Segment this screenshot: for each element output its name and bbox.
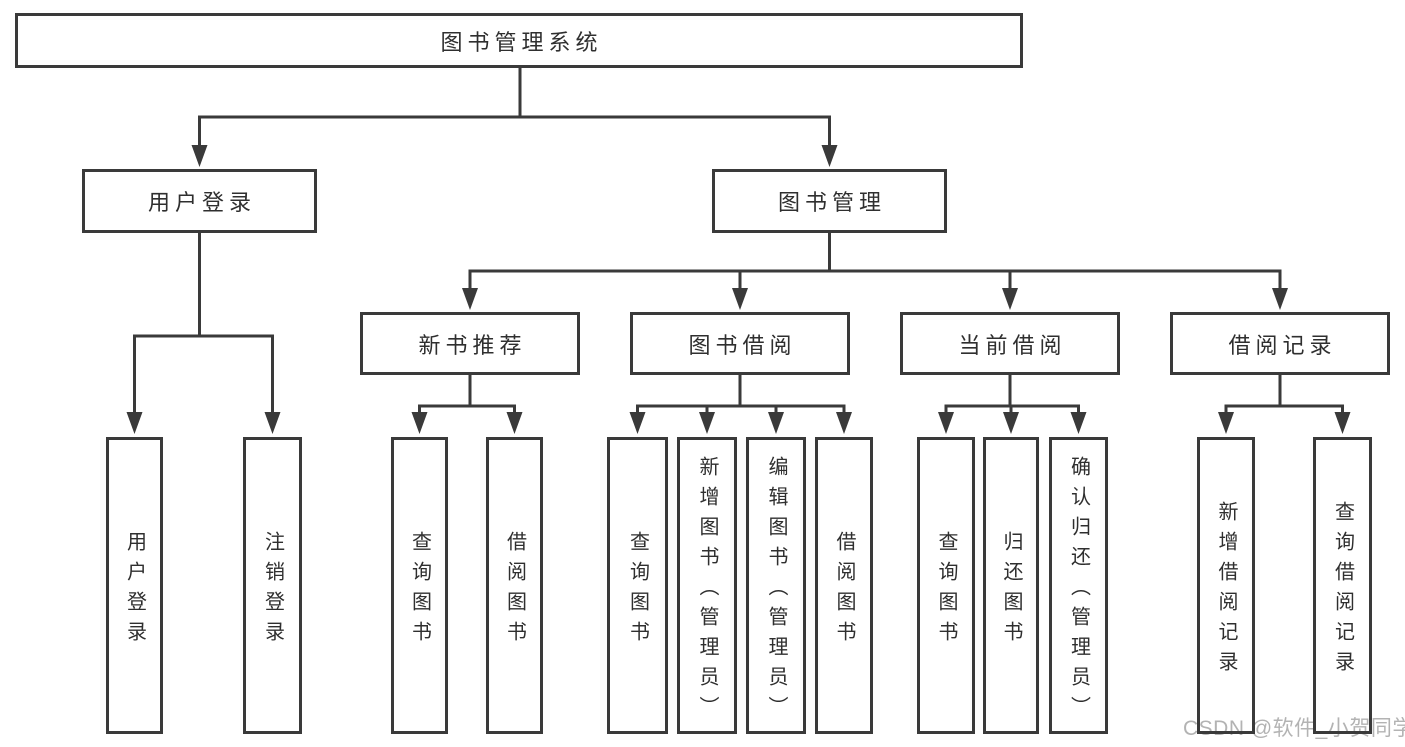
connectors-user-login bbox=[126, 233, 281, 434]
connectors-root bbox=[191, 67, 838, 167]
leaf-query-books-2-label: 查询图书 bbox=[626, 530, 649, 651]
connectors-new-book-recommend bbox=[411, 375, 523, 434]
leaf-add-book-admin-label: 新增图书（管理员） bbox=[696, 455, 718, 726]
leaf-add-borrow-record: 新增借阅记录 bbox=[1197, 437, 1255, 734]
leaf-user-login: 用户登录 bbox=[106, 437, 163, 734]
leaf-logout: 注销登录 bbox=[243, 437, 302, 734]
leaf-query-borrow-record-label: 查询借阅记录 bbox=[1331, 500, 1354, 681]
leaf-borrow-books-1-label: 借阅图书 bbox=[503, 530, 526, 651]
node-current-borrow-label: 当前借阅 bbox=[958, 332, 1067, 358]
leaf-query-books-1: 查询图书 bbox=[391, 437, 448, 734]
leaf-query-borrow-record: 查询借阅记录 bbox=[1313, 437, 1372, 734]
leaf-add-book-admin: 新增图书（管理员） bbox=[677, 437, 737, 734]
leaf-query-books-1-label: 查询图书 bbox=[408, 530, 431, 651]
node-book-borrow: 图书借阅 bbox=[630, 312, 850, 375]
node-user-login-label: 用户登录 bbox=[147, 190, 256, 215]
node-borrow-records: 借阅记录 bbox=[1170, 312, 1390, 375]
node-book-management-label: 图书管理 bbox=[777, 190, 886, 215]
node-current-borrow: 当前借阅 bbox=[900, 312, 1120, 375]
node-root: 图书管理系统 bbox=[15, 13, 1023, 68]
node-new-book-recommend: 新书推荐 bbox=[360, 312, 580, 375]
leaf-add-borrow-record-label: 新增借阅记录 bbox=[1215, 500, 1237, 681]
leaf-query-books-2: 查询图书 bbox=[607, 437, 668, 734]
node-user-login: 用户登录 bbox=[82, 169, 317, 233]
connectors-current-borrow bbox=[938, 375, 1087, 434]
leaf-confirm-return-admin: 确认归还（管理员） bbox=[1049, 437, 1108, 734]
leaf-query-books-3: 查询图书 bbox=[917, 437, 975, 734]
csdn-watermark: CSDN @软件_小贺同学 bbox=[1183, 717, 1405, 740]
node-book-borrow-label: 图书借阅 bbox=[688, 332, 797, 358]
leaf-edit-book-admin: 编辑图书（管理员） bbox=[746, 437, 806, 734]
leaf-edit-book-admin-label: 编辑图书（管理员） bbox=[765, 455, 787, 726]
node-borrow-records-label: 借阅记录 bbox=[1228, 332, 1337, 358]
leaf-logout-label: 注销登录 bbox=[261, 530, 284, 651]
leaf-user-login-label: 用户登录 bbox=[123, 530, 146, 651]
connectors-book-management bbox=[462, 233, 1288, 310]
node-book-management: 图书管理 bbox=[712, 169, 947, 233]
leaf-return-book: 归还图书 bbox=[983, 437, 1039, 734]
node-new-book-recommend-label: 新书推荐 bbox=[418, 332, 527, 358]
connectors-book-borrow bbox=[629, 375, 852, 434]
leaf-confirm-return-admin-label: 确认归还（管理员） bbox=[1067, 455, 1090, 726]
leaf-borrow-books-2-label: 借阅图书 bbox=[833, 530, 855, 651]
connectors-borrow-records bbox=[1218, 375, 1351, 434]
leaf-return-book-label: 归还图书 bbox=[1000, 530, 1022, 651]
leaf-borrow-books-1: 借阅图书 bbox=[486, 437, 543, 734]
leaf-borrow-books-2: 借阅图书 bbox=[815, 437, 873, 734]
node-root-label: 图书管理系统 bbox=[440, 29, 603, 55]
leaf-query-books-3-label: 查询图书 bbox=[935, 530, 957, 651]
